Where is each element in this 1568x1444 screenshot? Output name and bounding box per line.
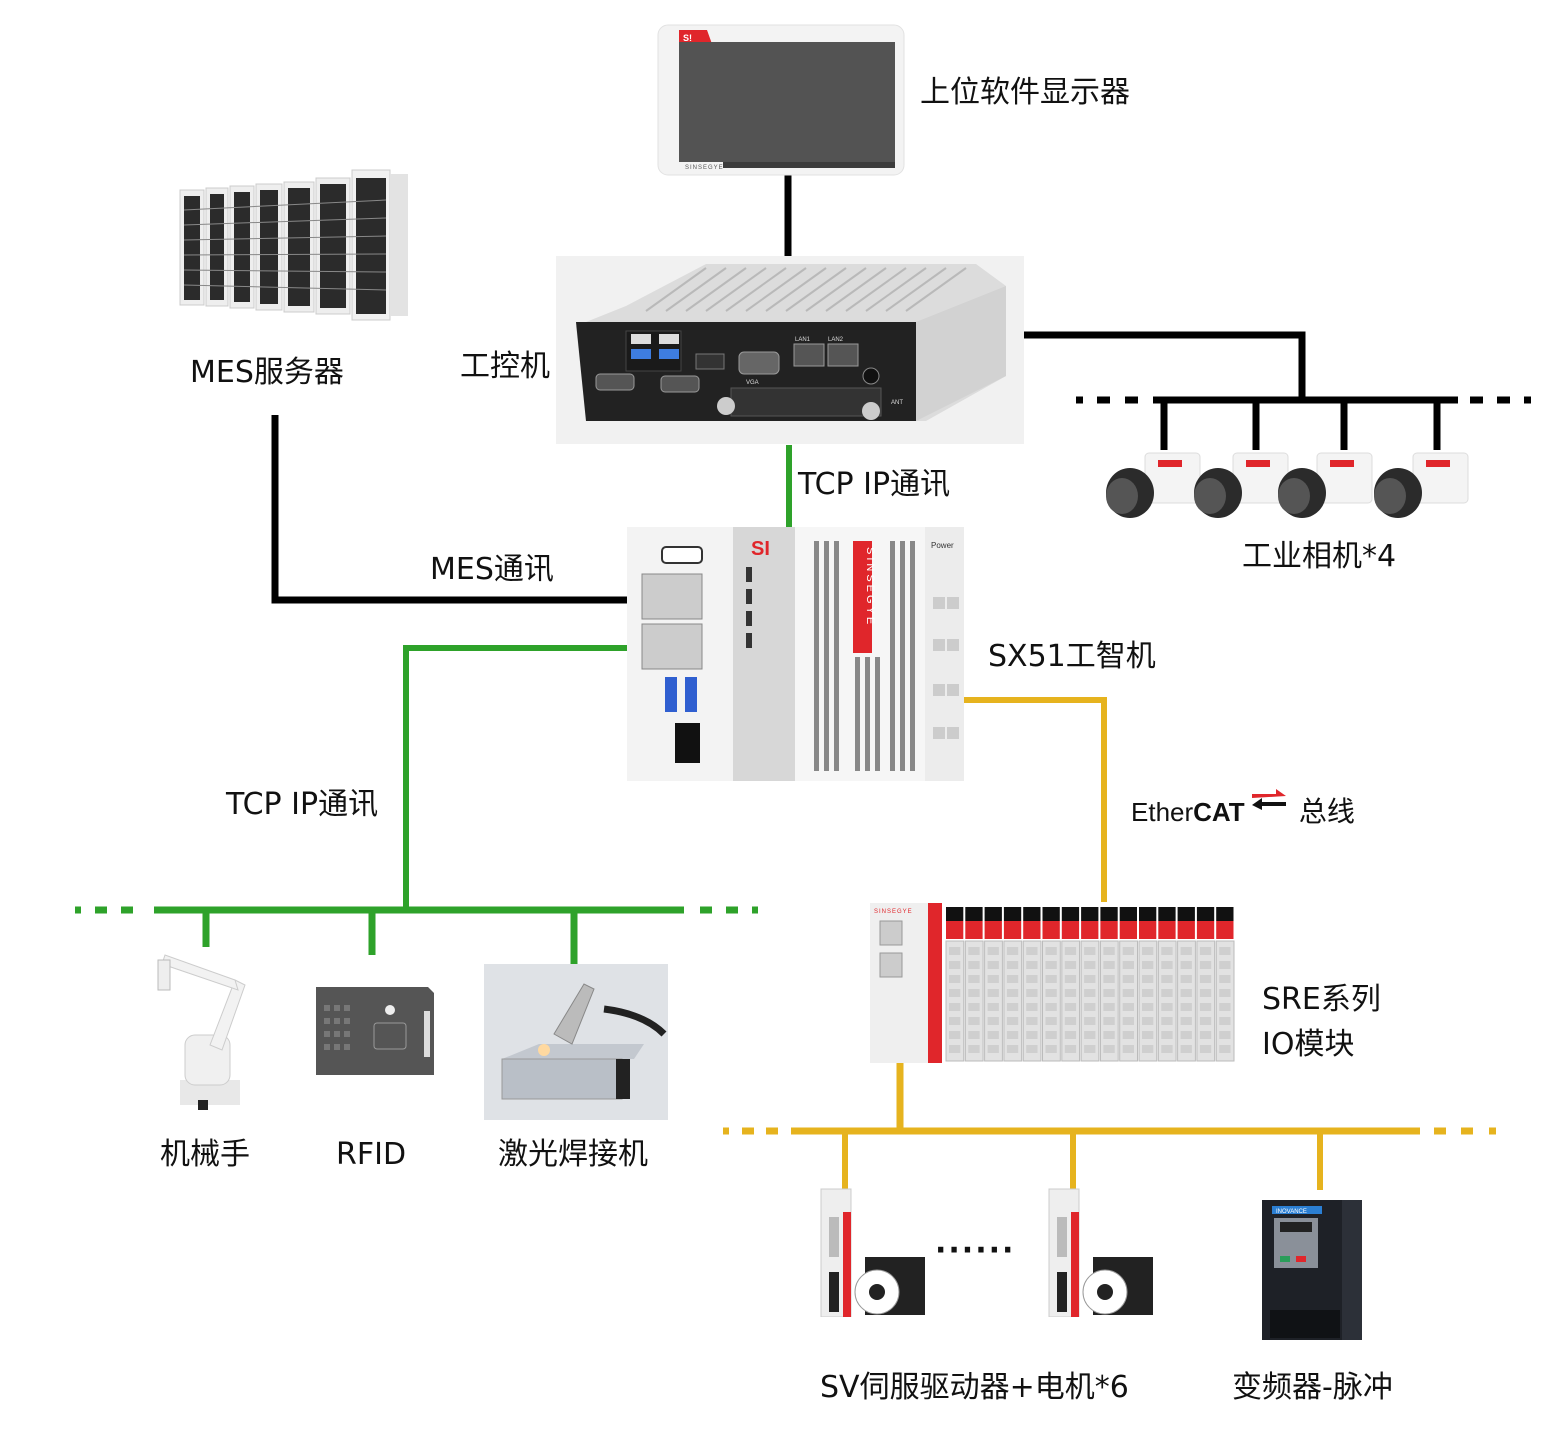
camera-icons (1106, 452, 1469, 518)
servo-drive-icon-2 (1048, 1188, 1153, 1317)
link-ipc-camera-bus (1015, 331, 1306, 400)
servo-label: SV伺服驱动器+电机*6 (820, 1370, 1129, 1405)
sx51-label: SX51工智机 (988, 639, 1156, 674)
io-label-line2: IO模块 (1262, 1027, 1355, 1062)
io-label-line1: SRE系列 (1262, 982, 1381, 1017)
camera-icon-2 (1194, 452, 1289, 518)
io-slice (1080, 907, 1100, 1062)
ethercat-suffix: 总线 (1298, 795, 1355, 828)
io-slice (1215, 907, 1235, 1062)
io-slice (1042, 907, 1061, 1062)
laser-welder-icon (484, 964, 668, 1120)
camera-icon-3 (1278, 452, 1373, 518)
servo-ellipsis: ······ (935, 1233, 1016, 1268)
svg-text:SI: SI (751, 538, 770, 560)
ipc-device-icon: LAN1 LAN2 VGA ANT (556, 256, 1024, 444)
io-slice (964, 907, 984, 1062)
ethercat-label: EtherCAT 总线 (1131, 789, 1371, 830)
io-slice (1061, 907, 1081, 1062)
io-slice (1003, 907, 1023, 1062)
io-slice (1177, 907, 1196, 1062)
camera-label: 工业相机*4 (1242, 539, 1397, 574)
io-module-icon: SINSEGYE (870, 903, 1235, 1063)
rfid-label: RFID (336, 1137, 407, 1172)
camera-icon-1 (1106, 452, 1201, 518)
io-slice (1196, 907, 1216, 1062)
link-sx51-io-ethercat (960, 697, 1107, 902)
sx51-brand-text: SINSEGYE (864, 547, 876, 627)
robot-label: 机械手 (160, 1137, 250, 1172)
vfd-brand-text: INOVANCE (1276, 1209, 1307, 1215)
tcp-lower-link-label: TCP IP通讯 (226, 787, 379, 822)
laser-welder-label: 激光焊接机 (498, 1137, 648, 1172)
mes-link-label: MES通讯 (430, 552, 554, 587)
tcp-upper-link-label: TCP IP通讯 (798, 467, 951, 502)
io-slice (1119, 907, 1138, 1062)
rfid-reader-icon (316, 987, 434, 1075)
camera-group (1100, 448, 1480, 524)
vfd-label: 变频器-脉冲 (1232, 1370, 1393, 1405)
display-label: 上位软件显示器 (920, 75, 1130, 110)
svg-text:LAN1: LAN1 (795, 337, 811, 343)
servo-drive-icon-1 (820, 1188, 925, 1317)
link-mes-sx51 (271, 415, 652, 604)
display-brand-text: SINSEGYE (685, 165, 724, 171)
mes-server-icon (179, 169, 408, 321)
mes-server-label: MES服务器 (190, 355, 344, 390)
link-sx51-field-tcp (403, 645, 652, 910)
sx51-power-text: Power (931, 541, 954, 550)
io-slice (1022, 907, 1042, 1062)
io-slice (984, 907, 1003, 1062)
io-slice (1157, 907, 1177, 1062)
svg-text:S!: S! (683, 33, 692, 43)
ethercat-logo-light: Ether (1131, 797, 1194, 827)
svg-text:LAN2: LAN2 (828, 337, 844, 343)
svg-text:ANT: ANT (891, 400, 903, 406)
camera-icon-4 (1374, 452, 1469, 518)
ethercat-logo-bold: CAT (1193, 797, 1245, 827)
io-slice (945, 907, 965, 1062)
ipc-label: 工控机 (460, 349, 550, 384)
display-device-icon: S! SINSEGYE (657, 24, 905, 176)
svg-text:VGA: VGA (746, 380, 759, 386)
io-brand-text: SINSEGYE (874, 909, 913, 915)
io-slice (1138, 907, 1158, 1062)
robot-arm-icon (157, 954, 246, 1110)
io-slice (1099, 907, 1119, 1062)
ethercat-arrows-icon (1251, 789, 1286, 810)
sx51-device-icon: SI SINSEGYE Power (627, 527, 964, 781)
vfd-icon: INOVANCE (1262, 1200, 1362, 1340)
